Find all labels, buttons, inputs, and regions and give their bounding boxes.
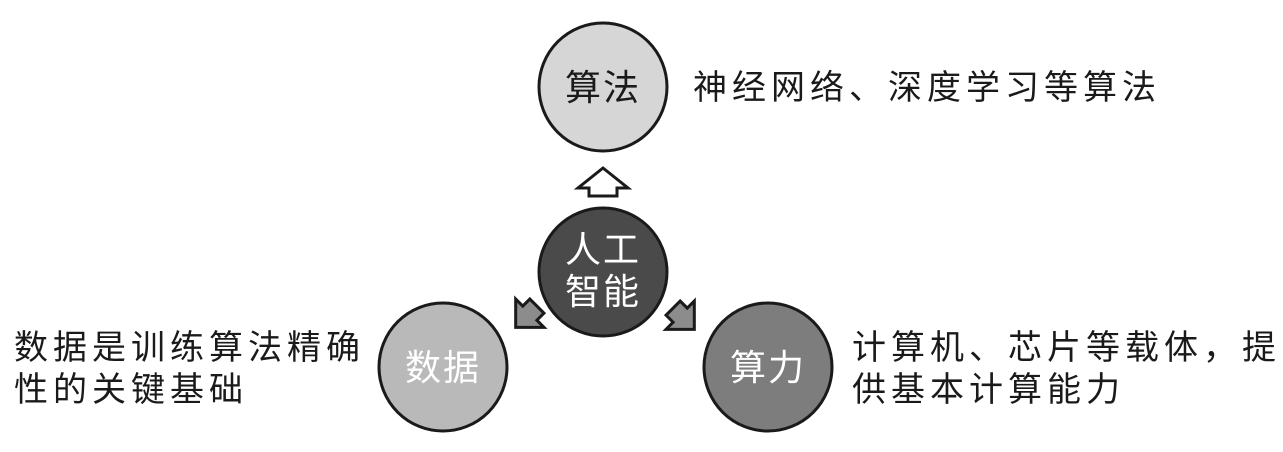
arrow-down-right-icon [662, 297, 696, 331]
data-node: 数据 [377, 301, 509, 433]
algorithm-label: 算法 [565, 68, 641, 109]
data-description-line1: 数据是训练算法精确 [14, 328, 365, 368]
data-circle [377, 301, 509, 433]
arrow-down-left-icon [514, 295, 548, 329]
algorithm-description: 神经网络、深度学习等算法 [693, 68, 1161, 108]
compute-description-line1: 计算机、芯片等载体，提 [852, 328, 1281, 368]
algorithm-circle [537, 21, 669, 153]
algorithm-node: 算法 [537, 21, 669, 153]
compute-description-line2: 供基本计算能力 [852, 370, 1125, 410]
center-node: 人工 智能 [537, 206, 669, 338]
arrow-up-icon [573, 166, 633, 198]
center-circle [537, 206, 669, 338]
compute-circle [702, 301, 834, 433]
center-label-line2: 智能 [565, 272, 641, 313]
data-label: 数据 [405, 348, 481, 389]
data-description-line2: 性的关键基础 [14, 370, 248, 410]
compute-label: 算力 [730, 348, 806, 389]
center-label-line1: 人工 [565, 230, 641, 271]
compute-node: 算力 [702, 301, 834, 433]
